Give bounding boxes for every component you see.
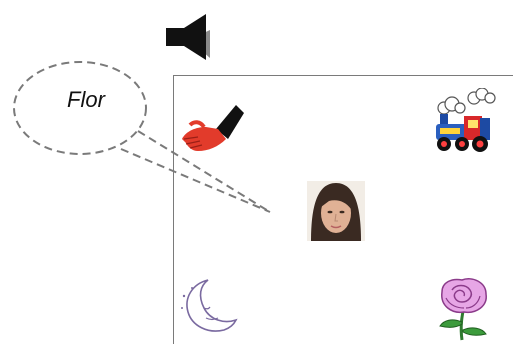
prompt-word: Flor [36,87,136,113]
rose-icon [432,276,496,342]
speaker-icon [164,14,216,60]
option-moon[interactable] [178,276,240,336]
option-rose[interactable] [432,276,496,342]
hand-icon [178,103,244,159]
woman-face-icon [307,181,365,241]
train-icon [430,88,498,158]
moon-icon [178,276,240,336]
option-train[interactable] [430,88,498,158]
speaker-button[interactable] [164,14,216,60]
option-woman-face[interactable] [307,181,365,241]
option-hand[interactable] [178,103,244,159]
